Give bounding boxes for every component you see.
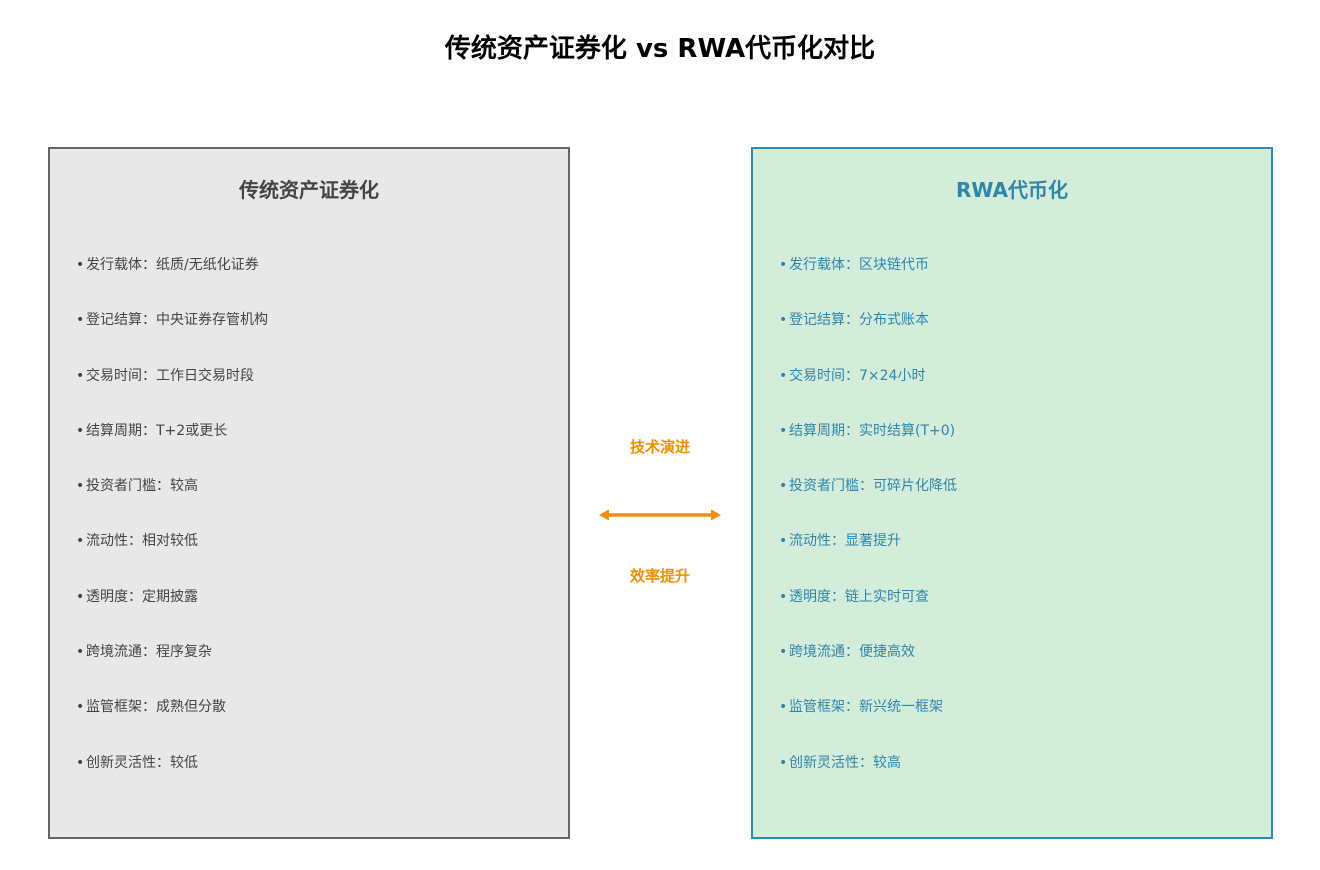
list-item-text: 透明度：链上实时可查 xyxy=(789,588,929,605)
list-item: •流动性：相对较低 xyxy=(76,532,268,587)
bullet-icon: • xyxy=(76,367,85,384)
list-item-text: 结算周期：T+2或更长 xyxy=(86,422,228,439)
list-item-text: 发行载体：区块链代币 xyxy=(789,257,929,273)
bullet-icon: • xyxy=(76,588,85,605)
bullet-icon: • xyxy=(76,422,85,439)
list-item: •结算周期：T+2或更长 xyxy=(76,422,268,477)
feature-list: •发行载体：区块链代币•登记结算：分布式账本•交易时间：7×24小时•结算周期：… xyxy=(779,256,957,809)
list-item: •跨境流通：程序复杂 xyxy=(76,643,268,698)
list-item-text: 创新灵活性：较低 xyxy=(86,754,198,771)
double-arrow-icon xyxy=(599,509,721,521)
list-item: •投资者门槛：较高 xyxy=(76,477,268,532)
list-item: •登记结算：中央证券存管机构 xyxy=(76,311,268,366)
list-item: •流动性：显著提升 xyxy=(779,532,957,587)
traditional-securitization-panel: 传统资产证券化 •发行载体：纸质/无纸化证券•登记结算：中央证券存管机构•交易时… xyxy=(48,147,570,839)
list-item-text: 监管框架：新兴统一框架 xyxy=(789,699,943,716)
list-item: •透明度：定期披露 xyxy=(76,588,268,643)
bullet-icon: • xyxy=(779,312,788,329)
bullet-icon: • xyxy=(779,478,788,495)
bullet-icon: • xyxy=(779,754,788,771)
panel-title: 传统资产证券化 xyxy=(239,178,379,202)
bullet-icon: • xyxy=(779,257,788,273)
list-item: •交易时间：7×24小时 xyxy=(779,367,957,422)
bullet-icon: • xyxy=(779,588,788,605)
list-item-text: 投资者门槛：较高 xyxy=(86,478,198,495)
list-item-text: 监管框架：成熟但分散 xyxy=(86,699,226,716)
list-item-text: 跨境流通：程序复杂 xyxy=(86,644,212,661)
bullet-icon: • xyxy=(76,533,85,550)
list-item: •监管框架：新兴统一框架 xyxy=(779,698,957,753)
list-item-text: 登记结算：中央证券存管机构 xyxy=(86,312,268,329)
bullet-icon: • xyxy=(76,312,85,329)
bullet-icon: • xyxy=(76,754,85,771)
bullet-icon: • xyxy=(779,422,788,439)
list-item: •结算周期：实时结算(T+0) xyxy=(779,422,957,477)
list-item-text: 创新灵活性：较高 xyxy=(789,754,901,771)
list-item-text: 发行载体：纸质/无纸化证券 xyxy=(86,257,259,273)
list-item: •创新灵活性：较高 xyxy=(779,754,957,809)
list-item-text: 交易时间：工作日交易时段 xyxy=(86,367,254,384)
list-item: •监管框架：成熟但分散 xyxy=(76,698,268,753)
list-item: •投资者门槛：可碎片化降低 xyxy=(779,477,957,532)
bullet-icon: • xyxy=(779,367,788,384)
list-item: •交易时间：工作日交易时段 xyxy=(76,367,268,422)
list-item-text: 投资者门槛：可碎片化降低 xyxy=(789,478,957,495)
list-item-text: 结算周期：实时结算(T+0) xyxy=(789,422,956,439)
bullet-icon: • xyxy=(76,644,85,661)
list-item: •跨境流通：便捷高效 xyxy=(779,643,957,698)
bullet-icon: • xyxy=(76,478,85,495)
list-item: •发行载体：纸质/无纸化证券 xyxy=(76,256,268,311)
list-item-text: 跨境流通：便捷高效 xyxy=(789,644,915,661)
list-item-text: 流动性：相对较低 xyxy=(86,533,198,550)
panel-title: RWA代币化 xyxy=(955,178,1069,202)
list-item: •发行载体：区块链代币 xyxy=(779,256,957,311)
bullet-icon: • xyxy=(76,699,85,716)
tech-evolution-label: 技术演进 xyxy=(629,438,690,456)
diagram-title: 传统资产证券化 vs RWA代币化对比 xyxy=(444,34,876,64)
list-item-text: 透明度：定期披露 xyxy=(86,588,198,605)
bullet-icon: • xyxy=(779,699,788,716)
bullet-icon: • xyxy=(76,257,85,273)
bullet-icon: • xyxy=(779,533,788,550)
efficiency-label: 效率提升 xyxy=(629,567,690,585)
list-item: •创新灵活性：较低 xyxy=(76,754,268,809)
list-item-text: 流动性：显著提升 xyxy=(789,533,901,550)
bullet-icon: • xyxy=(779,644,788,661)
list-item-text: 登记结算：分布式账本 xyxy=(789,312,929,329)
feature-list: •发行载体：纸质/无纸化证券•登记结算：中央证券存管机构•交易时间：工作日交易时… xyxy=(76,256,268,809)
list-item-text: 交易时间：7×24小时 xyxy=(789,367,926,384)
list-item: •登记结算：分布式账本 xyxy=(779,311,957,366)
list-item: •透明度：链上实时可查 xyxy=(779,588,957,643)
rwa-tokenization-panel: RWA代币化 •发行载体：区块链代币•登记结算：分布式账本•交易时间：7×24小… xyxy=(751,147,1273,839)
